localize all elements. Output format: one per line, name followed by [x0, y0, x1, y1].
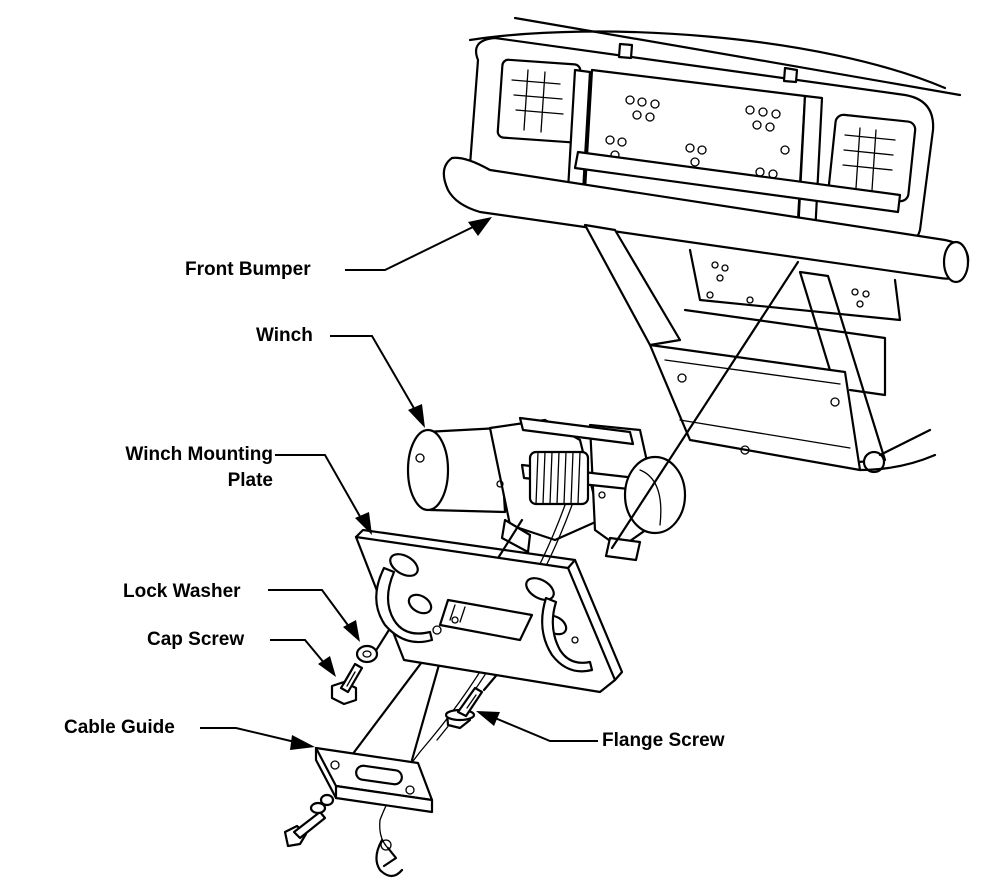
- leader-flange-screw: [476, 711, 598, 742]
- leader-winch: [330, 335, 425, 428]
- cable-guide-bolt: [283, 793, 335, 848]
- leader-lock-washer: [268, 589, 360, 642]
- leader-cable-guide: [200, 727, 315, 750]
- cap-screw: [330, 662, 364, 706]
- label-winch: Winch: [256, 325, 313, 346]
- label-cap-screw: Cap Screw: [147, 629, 245, 650]
- label-front-bumper: Front Bumper: [185, 259, 311, 280]
- vehicle-front-end: [442, 16, 970, 474]
- flange-screw: [444, 686, 484, 730]
- winch: [406, 416, 687, 562]
- label-flange-screw: Flange Screw: [602, 730, 725, 751]
- cable-hook: [375, 838, 404, 878]
- cable-guide: [314, 746, 434, 814]
- winch-mounting-plate: [354, 528, 624, 694]
- label-winch-mounting-plate-line1: Winch Mounting: [125, 444, 273, 465]
- label-cable-guide: Cable Guide: [64, 717, 175, 738]
- leader-winch-mounting-plate: [275, 454, 372, 535]
- label-winch-mounting-plate-line2: Plate: [227, 470, 273, 491]
- label-lock-washer: Lock Washer: [123, 581, 241, 602]
- leader-front-bumper: [345, 217, 492, 271]
- leader-cap-screw: [270, 639, 336, 677]
- lock-washer: [355, 644, 379, 664]
